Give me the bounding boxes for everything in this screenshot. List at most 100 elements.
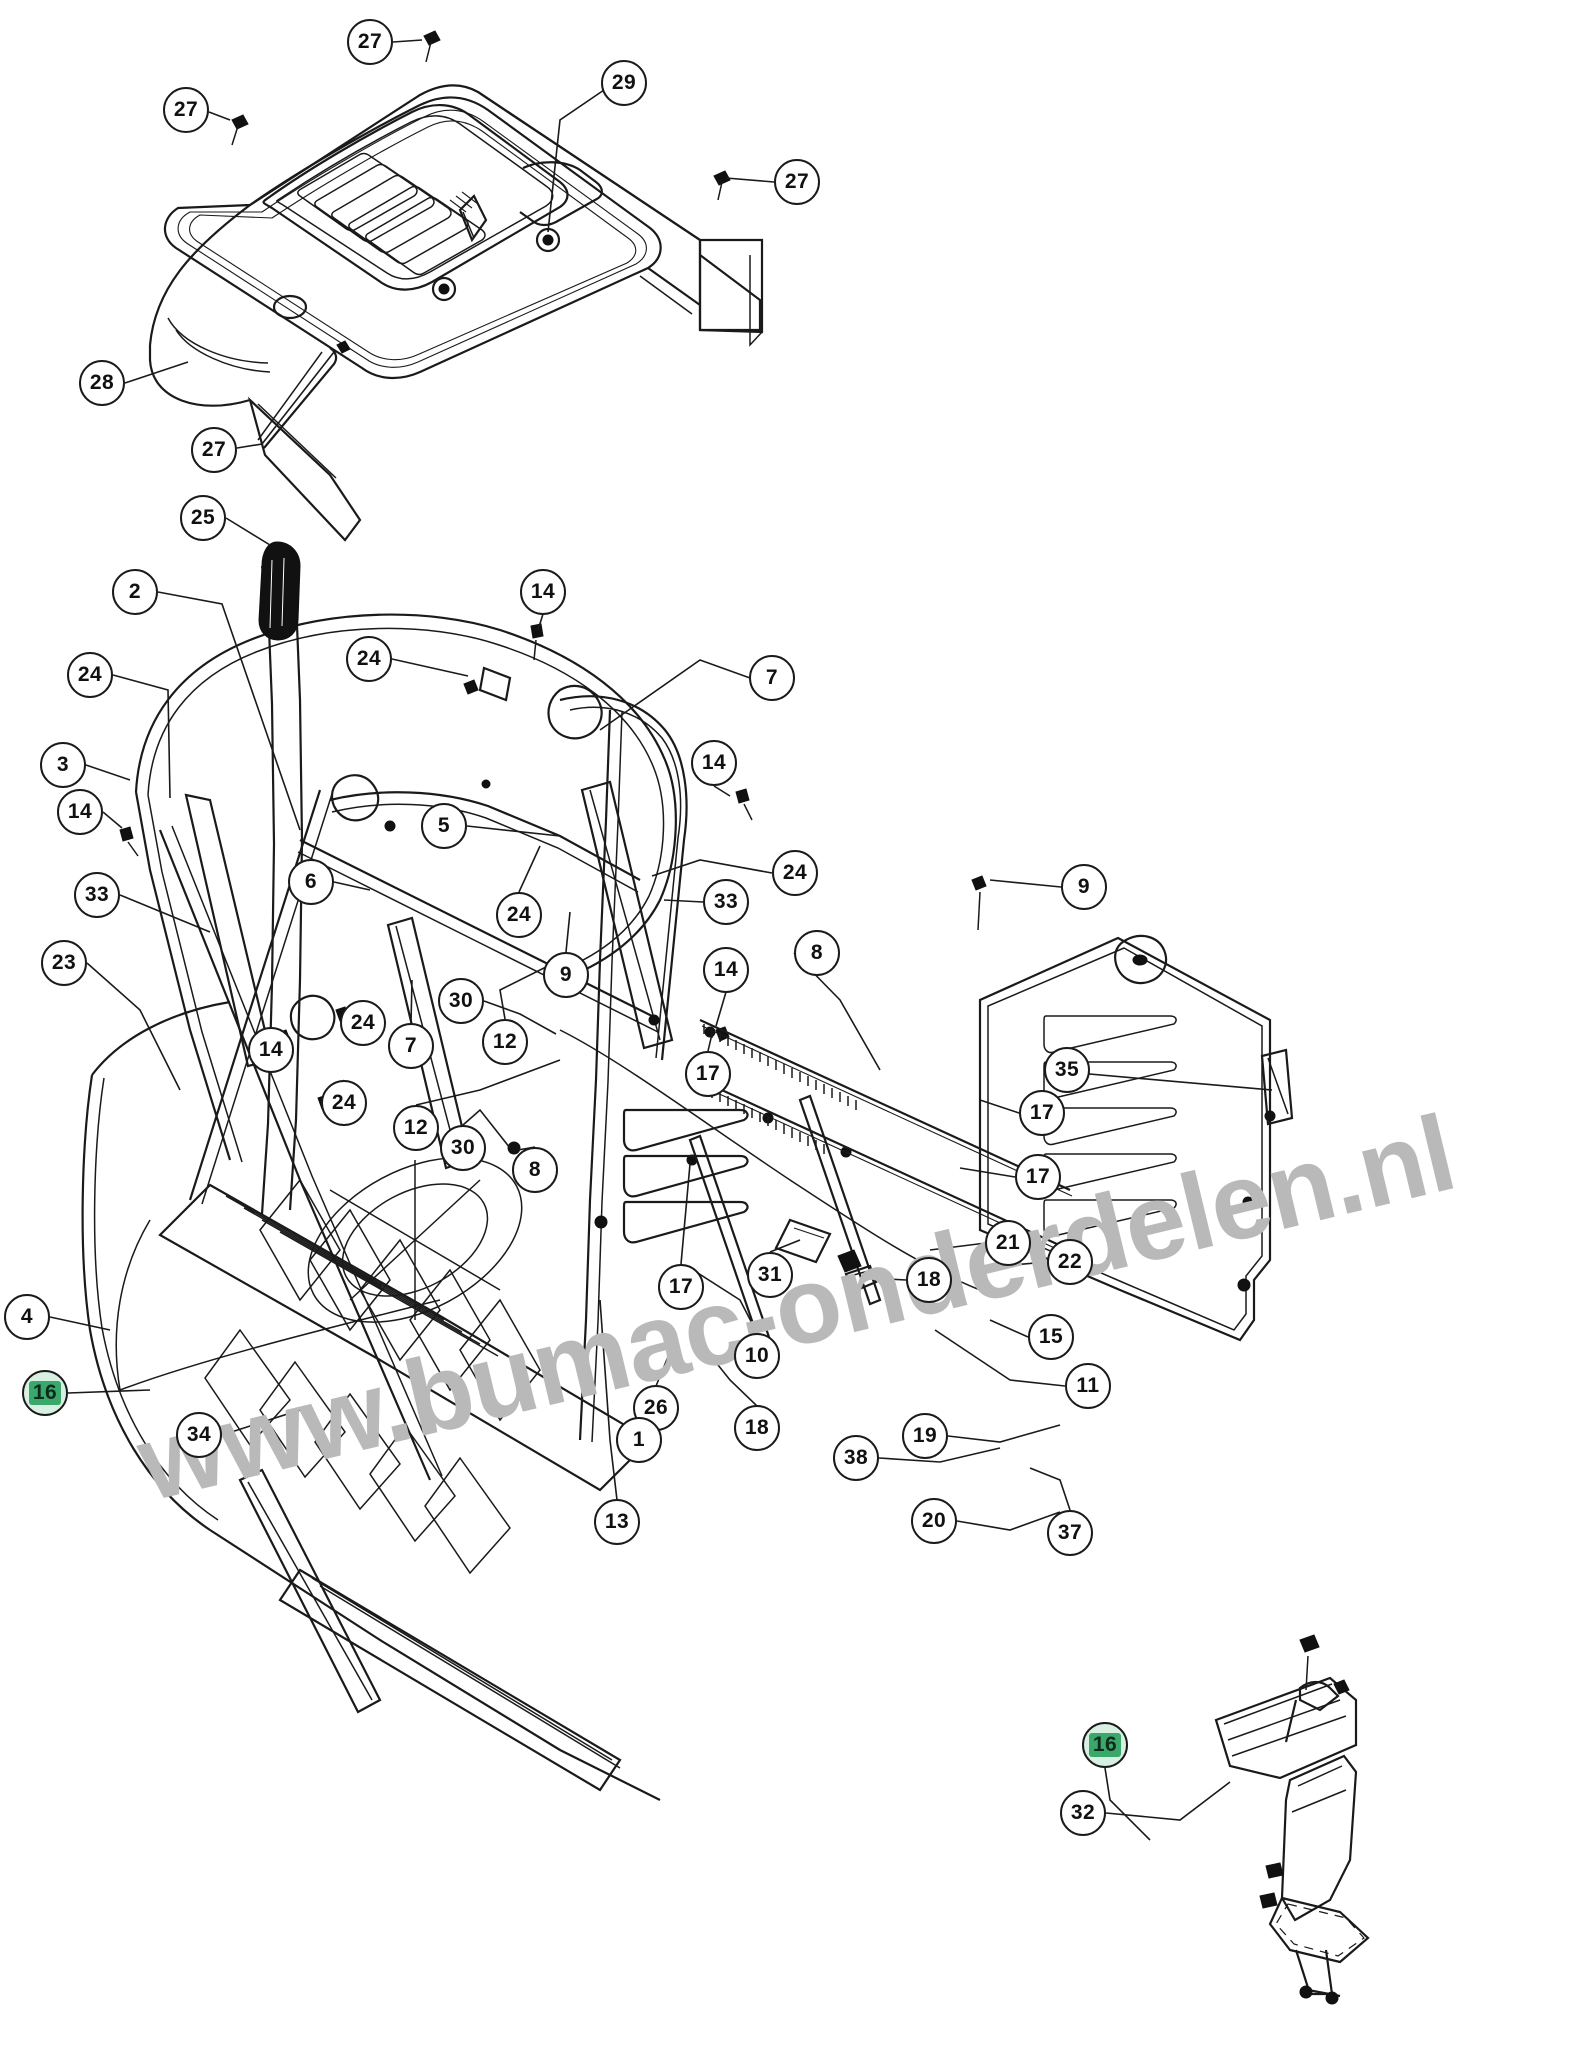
callout-number: 15 [1038, 1325, 1064, 1348]
callout-bubble-14[interactable]: 14 [57, 789, 103, 835]
callout-bubble-7[interactable]: 7 [388, 1023, 434, 1069]
callout-number: 20 [921, 1509, 947, 1532]
callout-number: 27 [784, 170, 810, 193]
callout-bubble-13[interactable]: 13 [594, 1499, 640, 1545]
callout-bubble-32[interactable]: 32 [1060, 1790, 1106, 1836]
callout-number: 26 [643, 1396, 669, 1419]
callout-number: 16 [1088, 1732, 1122, 1758]
callout-bubble-10[interactable]: 10 [734, 1333, 780, 1379]
callout-bubble-37[interactable]: 37 [1047, 1510, 1093, 1556]
callout-bubble-17[interactable]: 17 [1019, 1090, 1065, 1136]
callout-bubble-30[interactable]: 30 [440, 1125, 486, 1171]
callout-number: 38 [843, 1446, 869, 1469]
callout-number: 27 [201, 438, 227, 461]
callout-bubble-4[interactable]: 4 [4, 1294, 50, 1340]
callout-bubble-24[interactable]: 24 [67, 652, 113, 698]
callout-bubble-27[interactable]: 27 [163, 87, 209, 133]
callout-bubble-38[interactable]: 38 [833, 1435, 879, 1481]
callout-number: 10 [744, 1344, 770, 1367]
callout-bubble-24[interactable]: 24 [321, 1080, 367, 1126]
callout-number: 25 [190, 506, 216, 529]
callout-number: 28 [89, 371, 115, 394]
latch-bracket-assembly [1214, 1634, 1370, 2005]
callout-bubble-18[interactable]: 18 [906, 1257, 952, 1303]
callout-bubble-25[interactable]: 25 [180, 495, 226, 541]
callout-bubble-27[interactable]: 27 [191, 427, 237, 473]
callout-number: 23 [51, 951, 77, 974]
callout-number: 30 [448, 989, 474, 1012]
callout-bubble-9[interactable]: 9 [1061, 864, 1107, 910]
callout-bubble-14[interactable]: 14 [691, 740, 737, 786]
callout-bubble-22[interactable]: 22 [1047, 1239, 1093, 1285]
callout-number: 24 [782, 861, 808, 884]
callout-bubble-6[interactable]: 6 [288, 859, 334, 905]
callout-bubble-28[interactable]: 28 [79, 360, 125, 406]
callout-number: 14 [258, 1038, 284, 1061]
callout-number: 32 [1070, 1801, 1096, 1824]
hood-assembly [148, 30, 764, 542]
callout-number: 24 [331, 1091, 357, 1114]
callout-bubble-17[interactable]: 17 [1015, 1154, 1061, 1200]
callout-number: 14 [67, 800, 93, 823]
callout-bubble-5[interactable]: 5 [421, 803, 467, 849]
callout-number: 30 [450, 1136, 476, 1159]
callout-bubble-17[interactable]: 17 [658, 1264, 704, 1310]
callout-bubble-8[interactable]: 8 [794, 930, 840, 976]
callout-bubble-30[interactable]: 30 [438, 978, 484, 1024]
callout-number: 7 [765, 666, 779, 689]
callout-number: 37 [1057, 1521, 1083, 1544]
callout-number: 7 [404, 1034, 418, 1057]
callout-bubble-24[interactable]: 24 [346, 636, 392, 682]
callout-bubble-33[interactable]: 33 [74, 872, 120, 918]
callout-bubble-21[interactable]: 21 [985, 1220, 1031, 1266]
callout-bubble-14[interactable]: 14 [703, 947, 749, 993]
callout-bubble-27[interactable]: 27 [774, 159, 820, 205]
callout-bubble-1[interactable]: 1 [616, 1417, 662, 1463]
callout-bubble-7[interactable]: 7 [749, 655, 795, 701]
callout-bubble-16[interactable]: 16 [1082, 1722, 1128, 1768]
callout-bubble-29[interactable]: 29 [601, 60, 647, 106]
callout-bubble-2[interactable]: 2 [112, 569, 158, 615]
callout-number: 14 [530, 580, 556, 603]
callout-bubble-14[interactable]: 14 [248, 1027, 294, 1073]
callout-number: 18 [916, 1268, 942, 1291]
callout-number: 27 [357, 30, 383, 53]
callout-bubble-33[interactable]: 33 [703, 879, 749, 925]
callout-bubble-24[interactable]: 24 [496, 892, 542, 938]
callout-number: 1 [632, 1428, 646, 1451]
callout-bubble-31[interactable]: 31 [747, 1252, 793, 1298]
callout-number: 18 [744, 1416, 770, 1439]
callout-bubble-8[interactable]: 8 [512, 1147, 558, 1193]
callout-number: 24 [350, 1011, 376, 1034]
callout-bubble-34[interactable]: 34 [176, 1412, 222, 1458]
callout-bubble-16[interactable]: 16 [22, 1370, 68, 1416]
callout-number: 29 [611, 71, 637, 94]
callout-bubble-24[interactable]: 24 [340, 1000, 386, 1046]
callout-number: 17 [1029, 1101, 1055, 1124]
callout-bubble-15[interactable]: 15 [1028, 1314, 1074, 1360]
callout-bubble-23[interactable]: 23 [41, 940, 87, 986]
callout-bubble-19[interactable]: 19 [902, 1413, 948, 1459]
callout-bubble-11[interactable]: 11 [1065, 1363, 1111, 1409]
callout-number: 35 [1054, 1058, 1080, 1081]
callout-number: 4 [20, 1305, 34, 1328]
callout-number: 9 [559, 963, 573, 986]
callout-number: 17 [1025, 1165, 1051, 1188]
callout-number: 12 [403, 1116, 429, 1139]
callout-bubble-18[interactable]: 18 [734, 1405, 780, 1451]
callout-bubble-14[interactable]: 14 [520, 569, 566, 615]
callout-number: 9 [1077, 875, 1091, 898]
callout-bubble-35[interactable]: 35 [1044, 1047, 1090, 1093]
callout-bubble-20[interactable]: 20 [911, 1498, 957, 1544]
callout-number: 2 [128, 580, 142, 603]
callout-bubble-24[interactable]: 24 [772, 850, 818, 896]
callout-bubble-12[interactable]: 12 [482, 1019, 528, 1065]
callout-bubble-17[interactable]: 17 [685, 1051, 731, 1097]
callout-bubble-12[interactable]: 12 [393, 1105, 439, 1151]
callout-number: 21 [995, 1231, 1021, 1254]
callout-bubble-3[interactable]: 3 [40, 742, 86, 788]
callout-bubble-9[interactable]: 9 [543, 952, 589, 998]
callout-bubble-27[interactable]: 27 [347, 19, 393, 65]
